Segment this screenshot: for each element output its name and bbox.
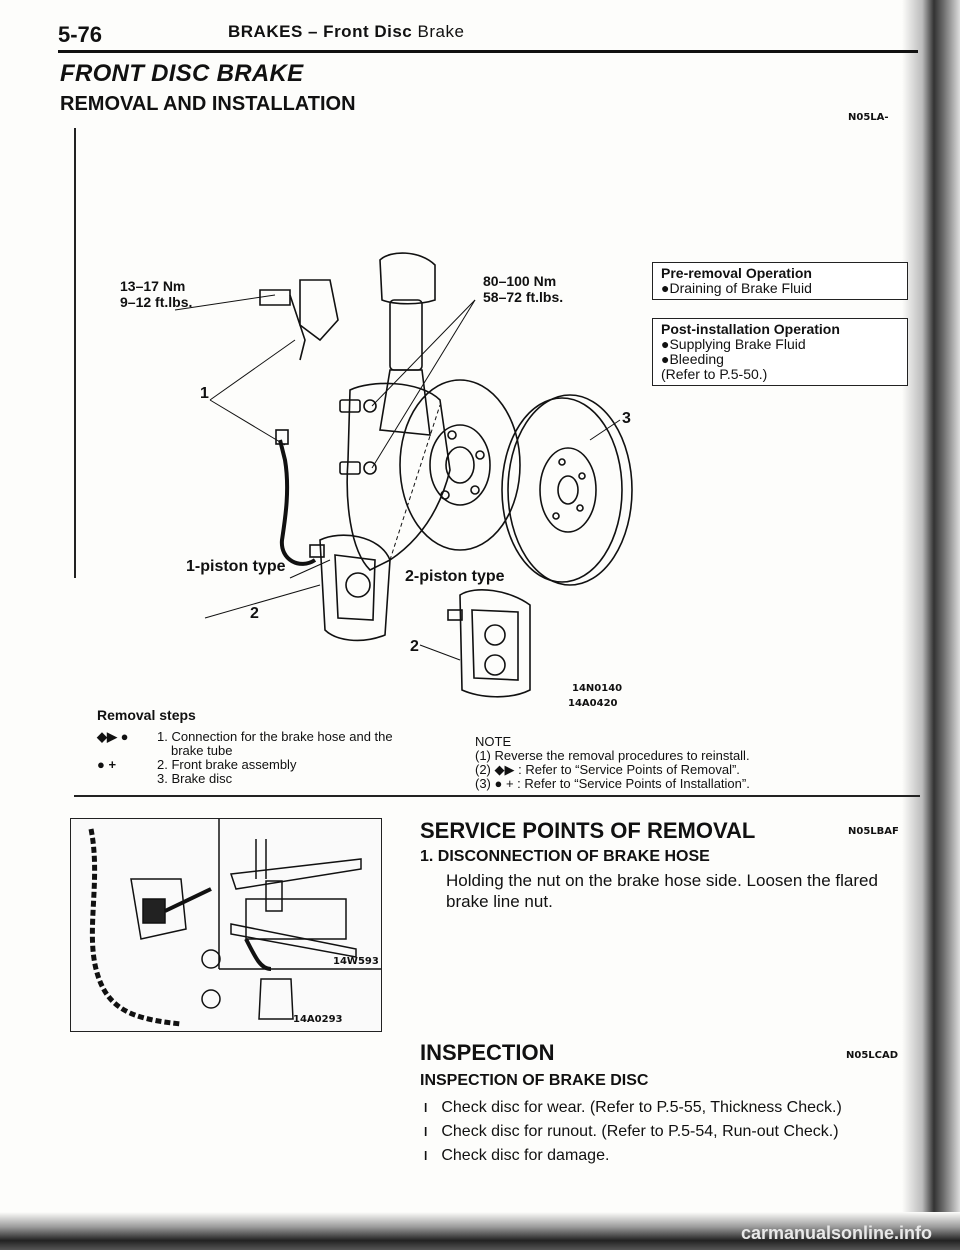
subtitle-code: N05LA-	[848, 112, 889, 123]
callout-3: 3	[622, 410, 631, 427]
running-head: BRAKES – Front Disc Brake	[228, 22, 464, 42]
torque-2-ftlbs: 58–72 ft.lbs.	[483, 289, 564, 305]
exploded-diagram	[174, 252, 633, 698]
removal-step: brake tube	[97, 744, 457, 758]
inspection-code: N05LCAD	[846, 1050, 899, 1061]
hub-dust-shield	[399, 379, 521, 551]
strut-top	[379, 252, 436, 305]
step-text: 2. Front brake assembly	[157, 757, 297, 772]
section-divider	[74, 795, 920, 797]
label-1-piston: 1-piston type	[186, 558, 286, 575]
step-text: brake tube	[171, 743, 233, 758]
service-item-text: Holding the nut on the brake hose side. …	[446, 871, 878, 911]
torque-1-nm: 13–17 Nm	[120, 278, 186, 294]
brake-disc	[501, 394, 633, 586]
watermark: carmanualsonline.info	[740, 1223, 932, 1243]
label-2-piston: 2-piston type	[405, 568, 505, 585]
service-points-code: N05LBAF	[848, 826, 899, 837]
wrench-lower	[230, 923, 357, 958]
brake-hose	[88, 828, 182, 1027]
steering-knuckle	[346, 382, 451, 571]
step-mark	[97, 744, 171, 758]
figure-code-2: 14A0420	[568, 698, 618, 709]
flare-nut	[265, 880, 283, 912]
callout-2a: 2	[250, 605, 259, 622]
torque-2-nm: 80–100 Nm	[483, 273, 557, 289]
hose-removal-illustration	[88, 819, 381, 1027]
hub	[429, 424, 491, 506]
post-install-box: Post-installation Operation ●Supplying B…	[652, 318, 908, 386]
caliper-bolts	[339, 399, 377, 475]
post-install-item: (Refer to P.5-50.)	[661, 366, 768, 382]
hose-removal-figure: 14W593 14A0293	[70, 818, 382, 1032]
caliper-1-piston	[319, 534, 391, 642]
step-mark: ◆▶ ●	[97, 729, 129, 744]
service-item-heading: 1. DISCONNECTION OF BRAKE HOSE	[420, 848, 710, 865]
torque-1-ftlbs: 9–12 ft.lbs.	[120, 294, 193, 310]
inspection-sub: INSPECTION OF BRAKE DISC	[420, 1072, 649, 1089]
header-rule	[58, 50, 918, 53]
post-install-item: ●Bleeding	[661, 351, 724, 367]
list-item-text: Check disc for damage.	[441, 1147, 610, 1164]
brake-hose-bracket	[259, 279, 339, 361]
step-mark: ● +	[97, 757, 117, 772]
note-heading: NOTE	[475, 734, 512, 749]
list-item-text: Check disc for runout. (Refer to P.5-54,…	[441, 1123, 839, 1140]
callout-2b: 2	[410, 638, 419, 655]
pre-removal-box: Pre-removal Operation ●Draining of Brake…	[652, 262, 908, 300]
running-head-suffix: Brake	[417, 22, 465, 41]
caliper-2-piston	[447, 589, 531, 698]
page-title: FRONT DISC BRAKE	[60, 60, 304, 87]
removal-step: ● + 2. Front brake assembly	[97, 758, 457, 772]
leader-lines	[174, 294, 621, 661]
photo-code-a: 14W593	[333, 956, 379, 967]
bracket	[130, 878, 187, 940]
scan-edge-bottom	[0, 1212, 960, 1250]
left-margin-rule	[74, 128, 76, 578]
step-text: 1. Connection for the brake hose and the	[157, 729, 393, 744]
step-mark	[97, 772, 157, 786]
removal-steps-list: ◆▶ ● 1. Connection for the brake hose an…	[97, 730, 457, 786]
note-line: (3) ● + : Refer to “Service Points of In…	[475, 776, 750, 791]
torque-label-1: 13–17 Nm 9–12 ft.lbs.	[120, 278, 192, 310]
nut	[142, 898, 166, 924]
note-line: (1) Reverse the removal procedures to re…	[475, 748, 750, 763]
service-points-title: SERVICE POINTS OF REMOVAL	[420, 818, 756, 843]
page-number: 5-76	[58, 22, 103, 47]
note-block: NOTE (1) Reverse the removal procedures …	[475, 735, 875, 791]
removal-step: 3. Brake disc	[97, 772, 457, 786]
list-item: Check disc for runout. (Refer to P.5-54,…	[424, 1120, 904, 1144]
inspection-list: Check disc for wear. (Refer to P.5-55, T…	[424, 1096, 904, 1168]
note-line: (2) ◆▶ : Refer to “Service Points of Rem…	[475, 762, 740, 777]
post-install-item: ●Supplying Brake Fluid	[661, 336, 806, 352]
list-item: Check disc for wear. (Refer to P.5-55, T…	[424, 1096, 904, 1120]
callout-1: 1	[200, 385, 209, 402]
removal-step: ◆▶ ● 1. Connection for the brake hose an…	[97, 730, 457, 744]
step-text: 3. Brake disc	[157, 771, 233, 786]
post-install-heading: Post-installation Operation	[661, 321, 840, 337]
running-head-section: BRAKES – Front Disc	[228, 22, 413, 41]
inspection-title: INSPECTION	[420, 1040, 555, 1065]
list-item-text: Check disc for wear. (Refer to P.5-55, T…	[441, 1099, 842, 1116]
removal-steps-heading: Removal steps	[97, 707, 196, 723]
scan-edge-right	[902, 0, 960, 1250]
figure-code-1: 14N0140	[572, 683, 623, 694]
brake-hose	[278, 439, 317, 566]
pre-removal-heading: Pre-removal Operation	[661, 265, 812, 281]
section-subtitle: REMOVAL AND INSTALLATION	[60, 93, 356, 115]
list-item: Check disc for damage.	[424, 1144, 904, 1168]
pre-removal-item: ●Draining of Brake Fluid	[661, 280, 812, 296]
photo-code-b: 14A0293	[293, 1014, 343, 1025]
torque-label-2: 80–100 Nm 58–72 ft.lbs.	[483, 273, 563, 305]
wrench-upper	[229, 858, 362, 890]
